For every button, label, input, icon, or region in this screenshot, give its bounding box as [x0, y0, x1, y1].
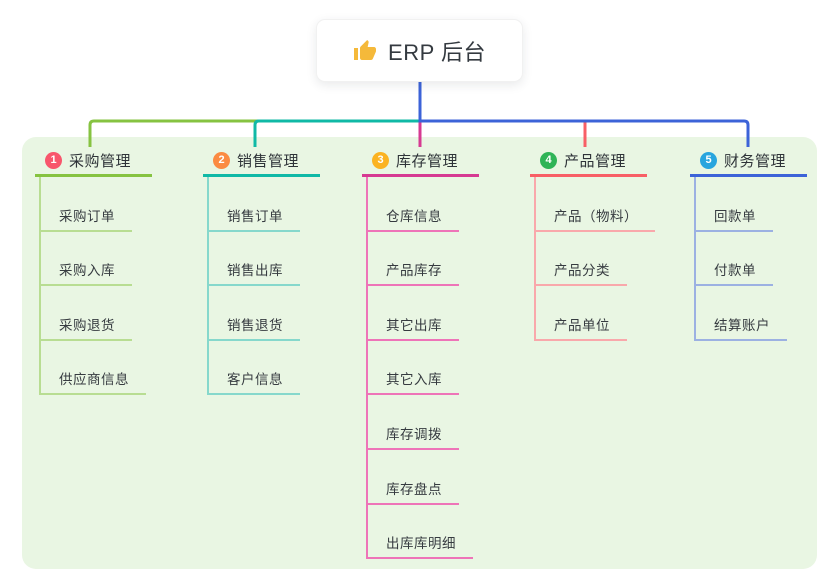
child-label: 产品单位: [554, 317, 610, 333]
branch-node-inventory[interactable]: 3 库存管理: [362, 147, 479, 177]
child-node[interactable]: 其它入库: [368, 341, 459, 396]
child-node[interactable]: 回款单: [696, 177, 773, 232]
child-node[interactable]: 仓库信息: [368, 177, 459, 232]
root-title: ERP 后台: [388, 39, 486, 65]
branch-inventory: 3 库存管理 仓库信息 产品库存 其它出库 其它入库 库存调拨 库存盘点 出库库…: [362, 147, 479, 560]
child-label: 回款单: [714, 208, 756, 224]
child-node[interactable]: 产品分类: [536, 232, 627, 287]
child-node[interactable]: 采购退货: [41, 286, 132, 341]
child-label: 其它入库: [386, 372, 442, 388]
thumbs-up-icon: [354, 39, 377, 60]
branch-children: 销售订单 销售出库 销售退货 客户信息: [207, 177, 320, 396]
child-node[interactable]: 产品（物料）: [536, 177, 655, 232]
branch-label: 库存管理: [396, 153, 459, 170]
child-label: 产品库存: [386, 263, 442, 279]
branch-node-purchase[interactable]: 1 采购管理: [35, 147, 152, 177]
child-node[interactable]: 结算账户: [696, 286, 787, 341]
child-node[interactable]: 库存盘点: [368, 450, 459, 505]
child-label: 库存调拨: [386, 426, 442, 442]
child-node[interactable]: 采购订单: [41, 177, 132, 232]
child-label: 销售出库: [227, 263, 283, 279]
branch-number-badge: 4: [540, 152, 557, 169]
child-node[interactable]: 采购入库: [41, 232, 132, 287]
child-label: 库存盘点: [386, 481, 442, 497]
child-node[interactable]: 销售退货: [209, 286, 300, 341]
branch-node-sales[interactable]: 2 销售管理: [203, 147, 320, 177]
child-node[interactable]: 库存调拨: [368, 395, 459, 450]
branch-node-product[interactable]: 4 产品管理: [530, 147, 647, 177]
child-label: 出库库明细: [386, 536, 456, 552]
child-node[interactable]: 付款单: [696, 232, 773, 287]
branch-number-badge: 2: [213, 152, 230, 169]
branch-label: 产品管理: [564, 153, 627, 170]
child-node[interactable]: 出库库明细: [368, 505, 473, 560]
child-label: 供应商信息: [59, 372, 129, 388]
child-label: 付款单: [714, 263, 756, 279]
branch-product: 4 产品管理 产品（物料） 产品分类 产品单位: [530, 147, 655, 341]
branch-number-badge: 5: [700, 152, 717, 169]
branch-finance: 5 财务管理 回款单 付款单 结算账户: [690, 147, 807, 341]
child-node[interactable]: 销售订单: [209, 177, 300, 232]
child-node[interactable]: 产品库存: [368, 232, 459, 287]
child-node[interactable]: 供应商信息: [41, 341, 146, 396]
child-label: 采购退货: [59, 317, 115, 333]
branch-number-badge: 1: [45, 152, 62, 169]
child-node[interactable]: 产品单位: [536, 286, 627, 341]
child-label: 销售退货: [227, 317, 283, 333]
child-label: 产品分类: [554, 263, 610, 279]
child-label: 采购订单: [59, 208, 115, 224]
mindmap-panel: [22, 137, 817, 569]
branch-node-finance[interactable]: 5 财务管理: [690, 147, 807, 177]
child-node[interactable]: 客户信息: [209, 341, 300, 396]
branch-label: 销售管理: [237, 153, 300, 170]
child-label: 销售订单: [227, 208, 283, 224]
branch-label: 财务管理: [724, 153, 787, 170]
branch-label: 采购管理: [69, 153, 132, 170]
branch-purchase: 1 采购管理 采购订单 采购入库 采购退货 供应商信息: [35, 147, 152, 396]
child-node[interactable]: 其它出库: [368, 286, 459, 341]
child-label: 产品（物料）: [554, 208, 638, 224]
branch-number-badge: 3: [372, 152, 389, 169]
branch-children: 产品（物料） 产品分类 产品单位: [534, 177, 655, 341]
child-label: 结算账户: [714, 317, 770, 333]
root-node[interactable]: ERP 后台: [316, 19, 523, 82]
branch-children: 采购订单 采购入库 采购退货 供应商信息: [39, 177, 152, 396]
child-label: 仓库信息: [386, 208, 442, 224]
child-label: 其它出库: [386, 317, 442, 333]
child-label: 客户信息: [227, 372, 283, 388]
branch-children: 仓库信息 产品库存 其它出库 其它入库 库存调拨 库存盘点 出库库明细: [366, 177, 479, 560]
child-label: 采购入库: [59, 263, 115, 279]
child-node[interactable]: 销售出库: [209, 232, 300, 287]
branch-children: 回款单 付款单 结算账户: [694, 177, 807, 341]
branch-sales: 2 销售管理 销售订单 销售出库 销售退货 客户信息: [203, 147, 320, 396]
